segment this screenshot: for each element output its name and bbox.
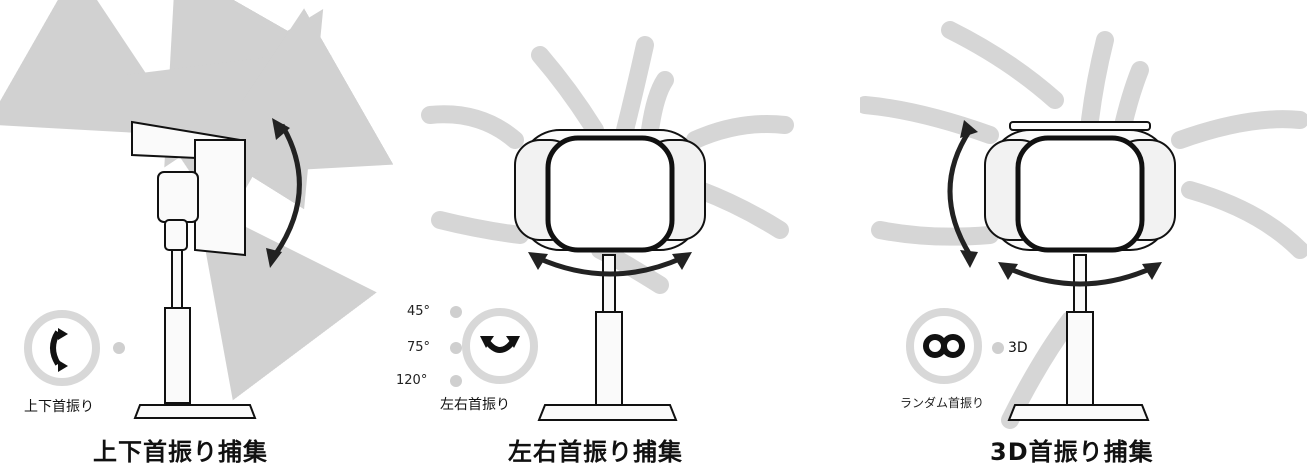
vertical-swing-arrow [947, 128, 973, 257]
vertical-fan-illustration [0, 0, 394, 419]
vertical-rotate-icon [50, 328, 68, 372]
fan-pole [537, 254, 678, 421]
fan-head [514, 129, 706, 253]
horizontal-swing-arrow [536, 255, 684, 277]
angle-label-75: 75° [407, 340, 431, 355]
caption: 3D首振り捕集 [990, 438, 1154, 466]
mode-label: 左右首振り [440, 397, 510, 413]
angle-label-45: 45° [407, 304, 431, 319]
indicator-dot [992, 342, 1004, 354]
angle-dot-120 [450, 375, 462, 387]
infinity-icon [923, 334, 965, 358]
vertical-swing-arrow [272, 123, 302, 257]
angle-label-120: 120° [396, 373, 428, 388]
horizontal-swing-arrow [1006, 265, 1154, 287]
panel-horizontal-swing: 45° 75° 120° 左右首振り 左右首振り捕集 [396, 0, 870, 466]
fan-pole [133, 249, 257, 419]
mode-icon-ring [24, 310, 100, 386]
mode-icon-ring [462, 308, 538, 384]
horizontal-fan-illustration [421, 36, 794, 421]
panel-3d-swing: 3D ランダム首振り 3D首振り捕集 [860, 0, 1307, 466]
3d-fan-illustration [860, 21, 1307, 429]
panel-vertical-swing: 上下首振り 上下首振り捕集 [0, 0, 430, 466]
fan-head [984, 121, 1176, 253]
mode-label: 上下首振り [24, 399, 94, 415]
caption: 左右首振り捕集 [508, 438, 683, 466]
option-label: 3D [1008, 340, 1028, 356]
mode-label: ランダム首振り [900, 396, 985, 410]
fan-pole [1007, 254, 1150, 421]
fan-head [131, 120, 246, 257]
indicator-dot [113, 342, 125, 354]
caption: 上下首振り捕集 [93, 438, 268, 466]
horizontal-rotate-icon [480, 336, 520, 353]
angle-dot-75 [450, 342, 462, 354]
angle-dot-45 [450, 306, 462, 318]
